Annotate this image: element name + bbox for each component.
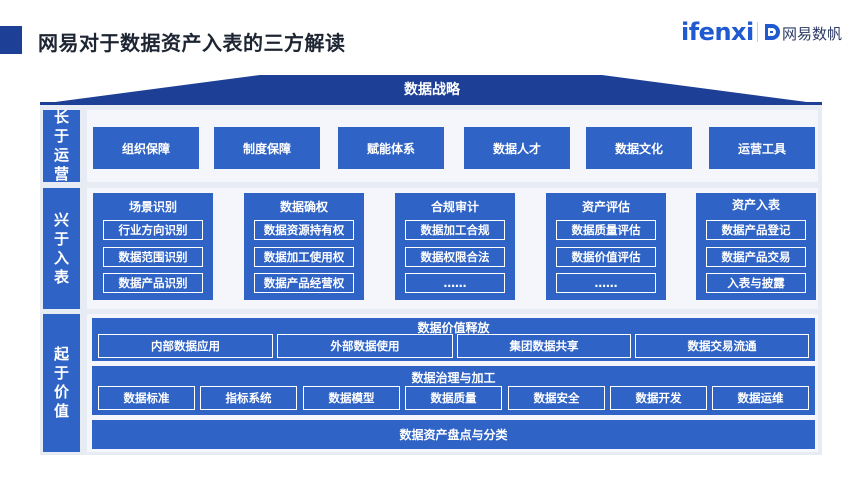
governance-item: 数据安全 bbox=[508, 386, 605, 410]
row-label-char: 长 bbox=[53, 108, 69, 126]
column-item: 数据权限合法 bbox=[405, 247, 505, 267]
row-label-char: 入 bbox=[53, 248, 69, 267]
row-label-char: 于 bbox=[53, 229, 69, 248]
long-item: 赋能体系 bbox=[338, 127, 444, 169]
column-title: 资产评估 bbox=[581, 200, 630, 214]
row-label-char: 运 bbox=[53, 146, 69, 164]
strategy-label: 数据战略 bbox=[404, 82, 460, 98]
title-accent-bar bbox=[0, 26, 22, 54]
governance-item: 数据质量 bbox=[405, 386, 502, 410]
row-label-char: 价 bbox=[53, 383, 69, 401]
column-item: …… bbox=[405, 273, 505, 293]
long-item: 制度保障 bbox=[214, 127, 320, 169]
column-scene-identification: 场景识别 行业方向识别 数据范围识别 数据产品识别 bbox=[93, 193, 213, 300]
value-release-item: 集团数据共享 bbox=[457, 334, 631, 358]
value-release-item: 内部数据应用 bbox=[98, 334, 273, 358]
column-title: 资产入表 bbox=[731, 198, 780, 212]
row-label-char: 营 bbox=[53, 165, 69, 183]
ifenxi-logo: ifenxi bbox=[681, 18, 754, 46]
column-item: 数据加工合规 bbox=[405, 220, 505, 240]
column-item: 入表与披露 bbox=[706, 273, 806, 293]
governance-item: 数据模型 bbox=[303, 386, 400, 410]
governance-band: 数据治理与加工 数据标准 指标系统 数据模型 数据质量 数据安全 数据开发 数据… bbox=[92, 366, 815, 415]
band-title: 数据治理与加工 bbox=[411, 371, 496, 385]
column-title: 场景识别 bbox=[128, 200, 177, 214]
logo-divider bbox=[757, 22, 758, 42]
inventory-bar: 数据资产盘点与分类 bbox=[92, 420, 815, 449]
long-item: 组织保障 bbox=[93, 127, 199, 169]
row-label-long: 长 于 运 营 bbox=[43, 108, 80, 183]
strategy-roof bbox=[40, 75, 822, 106]
long-panel bbox=[87, 110, 818, 182]
value-release-item: 数据交易流通 bbox=[635, 334, 809, 358]
column-item: 数据产品识别 bbox=[103, 273, 203, 293]
governance-item: 数据开发 bbox=[610, 386, 707, 410]
column-compliance-audit: 合规审计 数据加工合规 数据权限合法 …… bbox=[395, 193, 515, 300]
long-item: 数据文化 bbox=[586, 127, 692, 169]
column-item: 数据加工使用权 bbox=[254, 247, 354, 267]
column-item: 数据范围识别 bbox=[103, 247, 203, 267]
row-label-char: 兴 bbox=[53, 210, 69, 229]
band-title: 数据价值释放 bbox=[417, 321, 490, 335]
page-title: 网易对于数据资产入表的三方解读 bbox=[38, 31, 346, 55]
value-release-band: 数据价值释放 内部数据应用 外部数据使用 集团数据共享 数据交易流通 bbox=[92, 318, 815, 361]
column-item: 行业方向识别 bbox=[103, 220, 203, 240]
column-item: …… bbox=[556, 273, 656, 293]
governance-item: 数据运维 bbox=[712, 386, 809, 410]
row-label-char: 于 bbox=[53, 364, 69, 382]
row-label-rise: 兴 于 入 表 bbox=[43, 188, 80, 309]
column-item: 数据产品交易 bbox=[706, 247, 806, 267]
row-label-char: 值 bbox=[53, 402, 69, 420]
governance-item: 数据标准 bbox=[98, 386, 195, 410]
row-label-char: 起 bbox=[53, 345, 69, 363]
row-label-char: 表 bbox=[53, 267, 69, 286]
column-item: 数据质量评估 bbox=[556, 220, 656, 240]
row-label-char: 于 bbox=[53, 127, 69, 145]
column-item: 数据价值评估 bbox=[556, 247, 656, 267]
column-asset-evaluation: 资产评估 数据质量评估 数据价值评估 …… bbox=[546, 193, 666, 300]
row-label-start: 起 于 价 值 bbox=[43, 314, 80, 452]
column-title: 合规审计 bbox=[430, 200, 479, 214]
governance-item: 指标系统 bbox=[200, 386, 297, 410]
column-data-rights: 数据确权 数据资源持有权 数据加工使用权 数据产品经营权 bbox=[244, 193, 364, 300]
netease-shufan-logo-text: 网易数帆 bbox=[782, 25, 843, 43]
column-item: 数据产品登记 bbox=[706, 220, 806, 240]
long-item: 运营工具 bbox=[709, 127, 815, 169]
column-title: 数据确权 bbox=[279, 200, 328, 214]
netease-shufan-logo-icon bbox=[765, 24, 780, 40]
column-asset-recognition: 资产入表 数据产品登记 数据产品交易 入表与披露 bbox=[696, 193, 816, 300]
value-release-item: 外部数据使用 bbox=[277, 334, 453, 358]
column-item: 数据资源持有权 bbox=[254, 220, 354, 240]
long-item: 数据人才 bbox=[464, 127, 570, 169]
column-item: 数据产品经营权 bbox=[254, 273, 354, 293]
